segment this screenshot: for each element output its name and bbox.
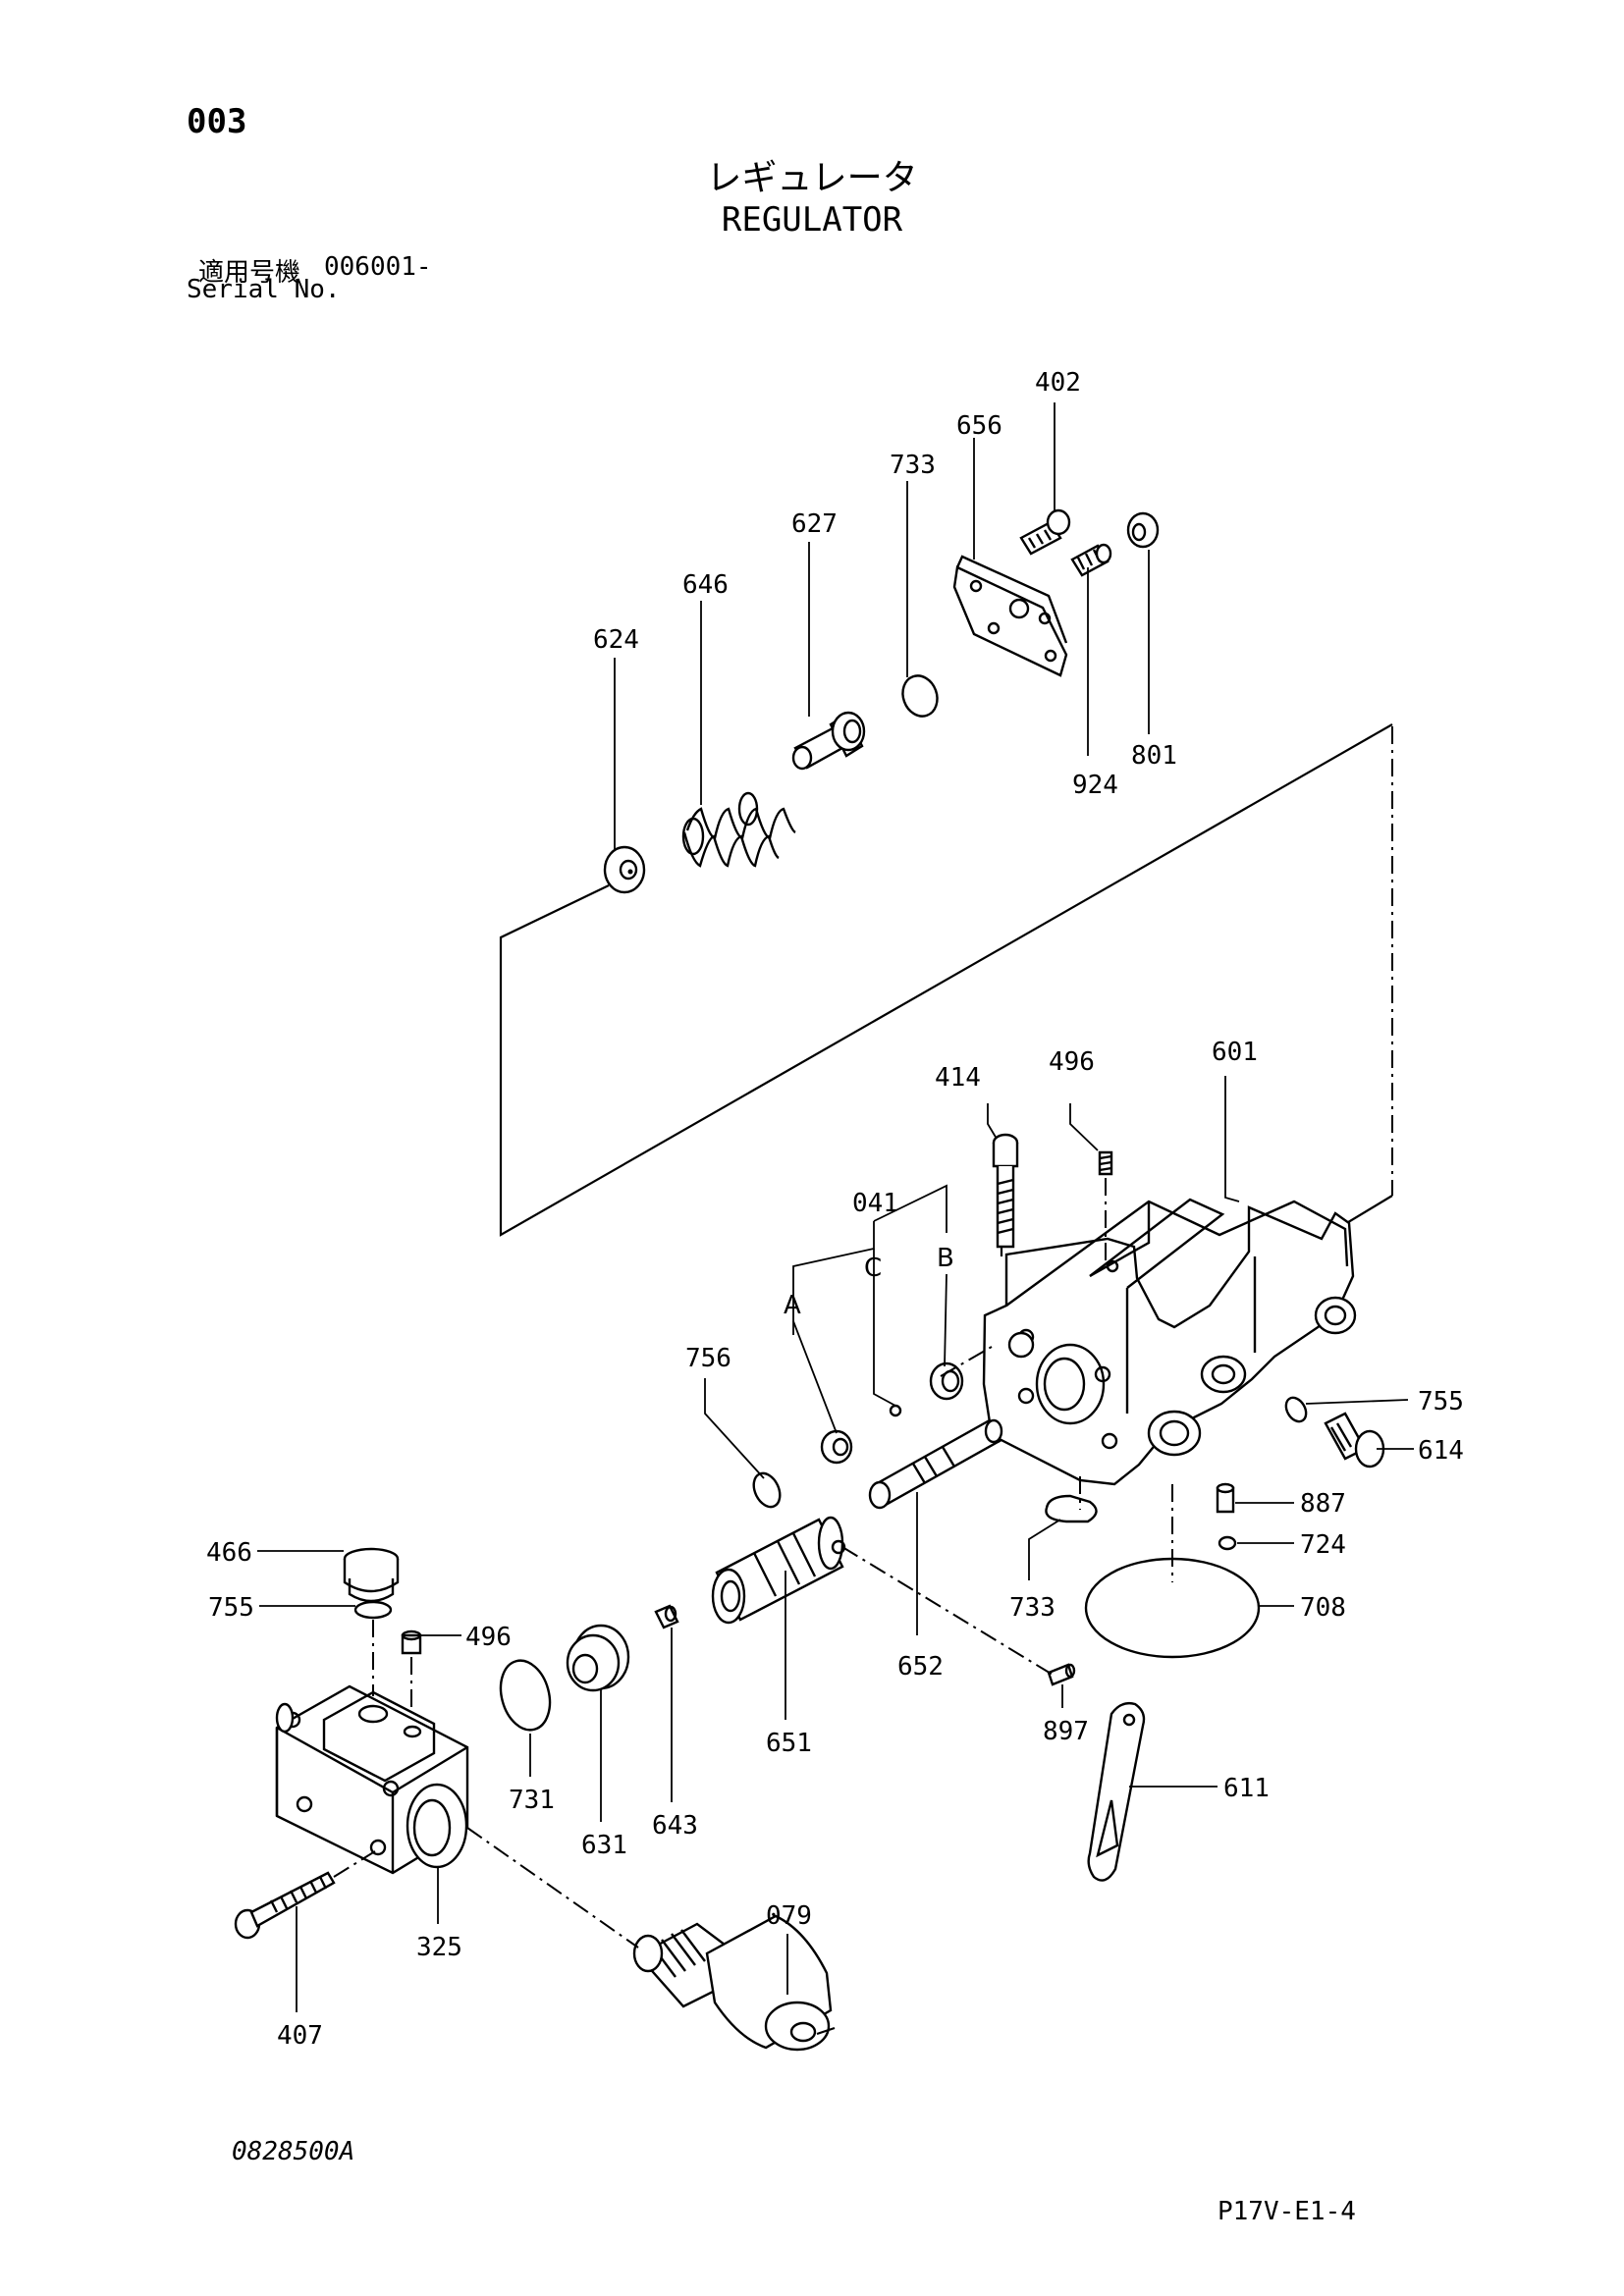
plug-496-top [1098,1150,1113,1264]
assembly-boundary [499,723,1393,1240]
callout-652: 652 [897,1652,944,1682]
solenoid-valve-079 [632,1914,836,2052]
callout-402: 402 [1035,368,1081,398]
pin-887 [1216,1482,1235,1514]
block-325 [275,1684,469,1875]
callout-651: 651 [766,1729,812,1758]
washer-624 [603,845,646,894]
plug-466 [343,1547,400,1603]
callout-646: 646 [682,570,729,600]
o-ring-755-left [353,1600,393,1696]
plug-496-left [401,1629,422,1708]
callout-a: A [784,1291,801,1320]
callout-c: C [864,1254,882,1283]
callout-414: 414 [935,1063,981,1093]
serial-number: 006001- [324,252,432,282]
page-title-english: REGULATOR [721,200,903,240]
o-ring-755-right [1284,1396,1308,1423]
leader-lines [257,402,1414,2012]
o-ring-724 [1218,1535,1237,1551]
serial-label-english: Serial No. [187,275,341,304]
nut-801 [1126,511,1160,549]
callout-611: 611 [1223,1774,1270,1803]
bolt-414 [992,1133,1019,1249]
sheet-reference: P17V-E1-4 [1218,2197,1356,2226]
plug-631 [566,1624,630,1692]
pin-643 [654,1604,679,1629]
o-ring-733-top [901,674,939,718]
alignment-lines [466,1346,1173,1949]
bolt-402 [1019,508,1071,556]
callout-887: 887 [1300,1489,1346,1519]
plug-614 [1324,1412,1385,1468]
pin-897 [1047,1663,1076,1686]
page-title-japanese: レギュレータ [706,158,918,198]
callout-b: B [937,1244,954,1273]
serial-label-japanese: 適用号機 [198,258,301,288]
o-ring-731 [499,1659,552,1732]
sleeve-651 [711,1516,846,1625]
callout-897: 897 [1043,1717,1089,1746]
set-screw-924 [1070,543,1112,577]
callout-731: 731 [509,1786,555,1815]
callout-643: 643 [652,1811,698,1841]
drawing-number: 0828500A [232,2137,355,2166]
o-ring-733-lower [1045,1494,1098,1523]
seal-041-b [929,1362,964,1401]
callout-631: 631 [581,1831,627,1860]
spool-652 [868,1418,1003,1510]
callout-755-right: 755 [1418,1387,1464,1416]
callout-496-top: 496 [1049,1047,1095,1077]
callout-041: 041 [852,1189,898,1218]
callout-labels: 402 656 733 627 646 624 924 801 414 496 … [206,368,1464,2051]
page-number: 003 [187,102,247,141]
callout-801: 801 [1131,741,1177,771]
callout-733-top: 733 [890,451,936,480]
piston-627 [791,711,866,771]
callout-614: 614 [1418,1436,1464,1466]
callout-755-left: 755 [208,1593,254,1623]
callout-656: 656 [956,411,1002,441]
cover-656 [952,555,1068,677]
housing-601 [982,1198,1357,1486]
callout-627: 627 [791,509,838,539]
o-ring-756 [752,1471,782,1509]
callout-601: 601 [1212,1038,1258,1067]
callout-624: 624 [593,625,639,655]
spring-646 [681,791,796,868]
callout-724: 724 [1300,1530,1346,1560]
callout-733-lower: 733 [1009,1593,1056,1623]
callout-924: 924 [1072,771,1118,800]
callout-079: 079 [766,1901,812,1931]
callout-756: 756 [685,1344,731,1373]
callout-325: 325 [416,1933,462,1962]
callout-466: 466 [206,1538,252,1568]
ball-041-c [889,1404,902,1417]
lever-611 [1087,1701,1146,1882]
callout-708: 708 [1300,1593,1346,1623]
callout-496-left: 496 [465,1623,512,1652]
seal-041-a [820,1429,853,1465]
callout-407: 407 [277,2021,323,2051]
bolt-407 [234,1850,376,1940]
